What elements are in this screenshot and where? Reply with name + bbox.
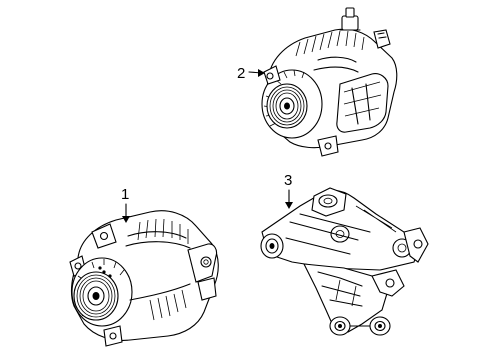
alternator-part-2 [261, 7, 398, 157]
callout-label-2: 2 [237, 65, 246, 82]
alternator-part-1 [69, 210, 219, 347]
leader-arrow-3 [285, 202, 293, 209]
callout-label-3: 3 [284, 172, 293, 189]
leader-arrow-1 [122, 216, 130, 223]
bracket-part-3 [260, 187, 429, 336]
callout-label-1: 1 [121, 186, 130, 203]
leader-arrow-2 [258, 69, 265, 77]
leader-lines [122, 69, 293, 223]
